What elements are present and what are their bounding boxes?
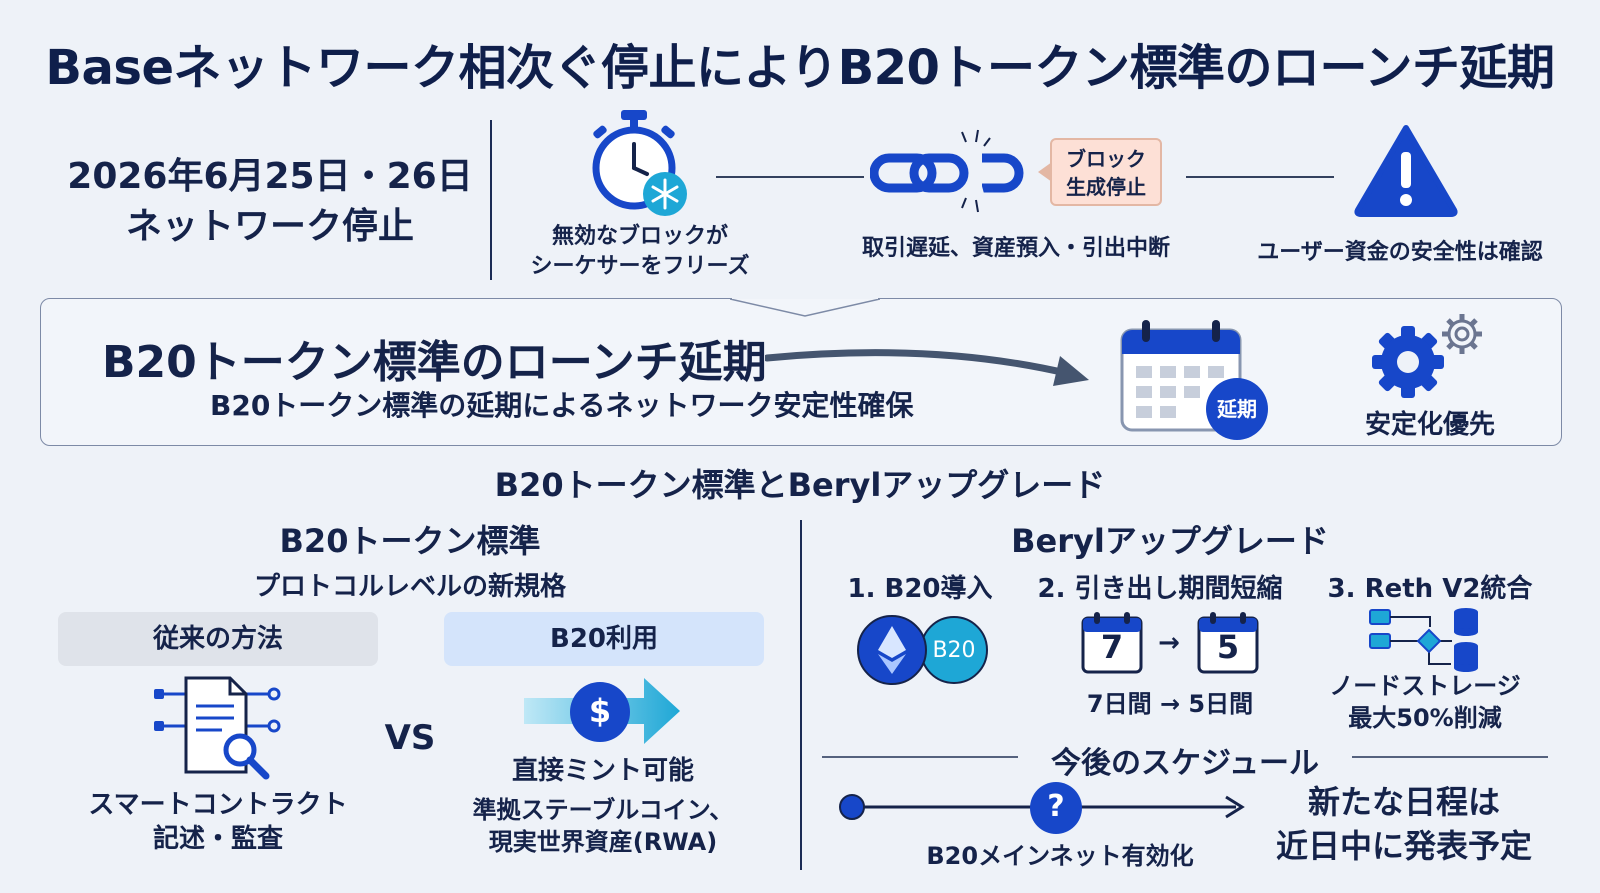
calendar-5-icon <box>1197 612 1259 674</box>
outage-date-block: 2026年6月25日・26日 ネットワーク停止 <box>60 152 480 252</box>
schedule-rule-right <box>1352 756 1548 758</box>
b20-usage-label: B20利用 <box>444 612 764 666</box>
calendar-7-value: 7 <box>1100 628 1124 666</box>
traditional-caption: スマートコントラクト 記述・監査 <box>88 790 348 854</box>
contract-audit-icon <box>154 676 281 780</box>
period-arrow: → <box>1158 628 1180 658</box>
versus-label: VS <box>384 718 436 758</box>
outage-label: ネットワーク停止 <box>125 206 414 247</box>
b20-subheading: プロトコルレベルの新規格 <box>253 572 566 602</box>
gears-icon <box>1372 314 1482 398</box>
calendar-7-icon <box>1081 612 1143 674</box>
beryl-step-1: 1. B20導入 <box>847 574 993 604</box>
flow-connector-2 <box>1186 176 1334 178</box>
unknown-date-icon: ? <box>1030 782 1082 834</box>
frozen-stopwatch-icon <box>592 110 687 216</box>
dollar-icon: $ <box>570 682 630 742</box>
transaction-delay-caption: 取引遅延、資産預入・引出中断 <box>861 236 1170 261</box>
funds-safe-caption: ユーザー資金の安全性は確認 <box>1257 240 1543 265</box>
flow-connector-1 <box>716 176 864 178</box>
b20-heading: B20トークン標準 <box>279 522 541 560</box>
postponed-badge: 延期 <box>1206 378 1268 440</box>
node-storage-caption: ノードストレージ 最大50%削減 <box>1329 672 1521 732</box>
mainnet-activation-label: B20メインネット有効化 <box>926 842 1194 870</box>
schedule-announcement: 新たな日程は 近日中に発表予定 <box>1275 783 1532 865</box>
block-stop-bubble: ブロック 生成停止 <box>1038 138 1162 206</box>
beryl-step-2: 2. 引き出し期間短縮 <box>1037 574 1283 604</box>
ethereum-coin-icon <box>857 615 927 685</box>
direct-mint-caption: 直接ミント可能 <box>511 756 694 786</box>
schedule-rule-left <box>822 756 1018 758</box>
withdrawal-period-caption: 7日間 → 5日間 <box>1086 690 1254 718</box>
section-divider <box>800 520 802 870</box>
delay-title: B20トークン標準のローンチ延期 <box>102 337 767 388</box>
schedule-title: 今後のスケジュール <box>1051 746 1319 781</box>
warning-icon <box>1354 125 1458 217</box>
page-title: Baseネットワーク相次ぐ停止によりB20トークン標準のローンチ延期 <box>45 40 1555 96</box>
sequencer-freeze-caption: 無効なブロックが シーケサーをフリーズ <box>530 224 750 279</box>
rwa-caption: 準拠ステーブルコイン、 現実世界資産(RWA) <box>472 796 734 856</box>
traditional-method-label: 従来の方法 <box>58 612 378 666</box>
vertical-divider <box>490 120 492 280</box>
delay-panel <box>40 298 1562 446</box>
panel-pointer <box>730 294 880 317</box>
b20-coin-icon: B20 <box>920 616 988 684</box>
node-storage-icon <box>1369 608 1478 672</box>
delay-arrow-icon <box>765 349 1089 386</box>
delay-subtitle: B20トークン標準の延期によるネットワーク安定性確保 <box>210 389 914 422</box>
section-title: B20トークン標準とBerylアップグレード <box>494 466 1106 504</box>
broken-chain-icon <box>870 129 1024 213</box>
stability-priority-label: 安定化優先 <box>1364 410 1495 440</box>
beryl-heading: Berylアップグレード <box>1011 522 1329 560</box>
calendar-5-value: 5 <box>1216 628 1240 666</box>
outage-date: 2026年6月25日・26日 <box>67 156 473 197</box>
beryl-step-3: 3. Reth V2統合 <box>1327 574 1533 604</box>
